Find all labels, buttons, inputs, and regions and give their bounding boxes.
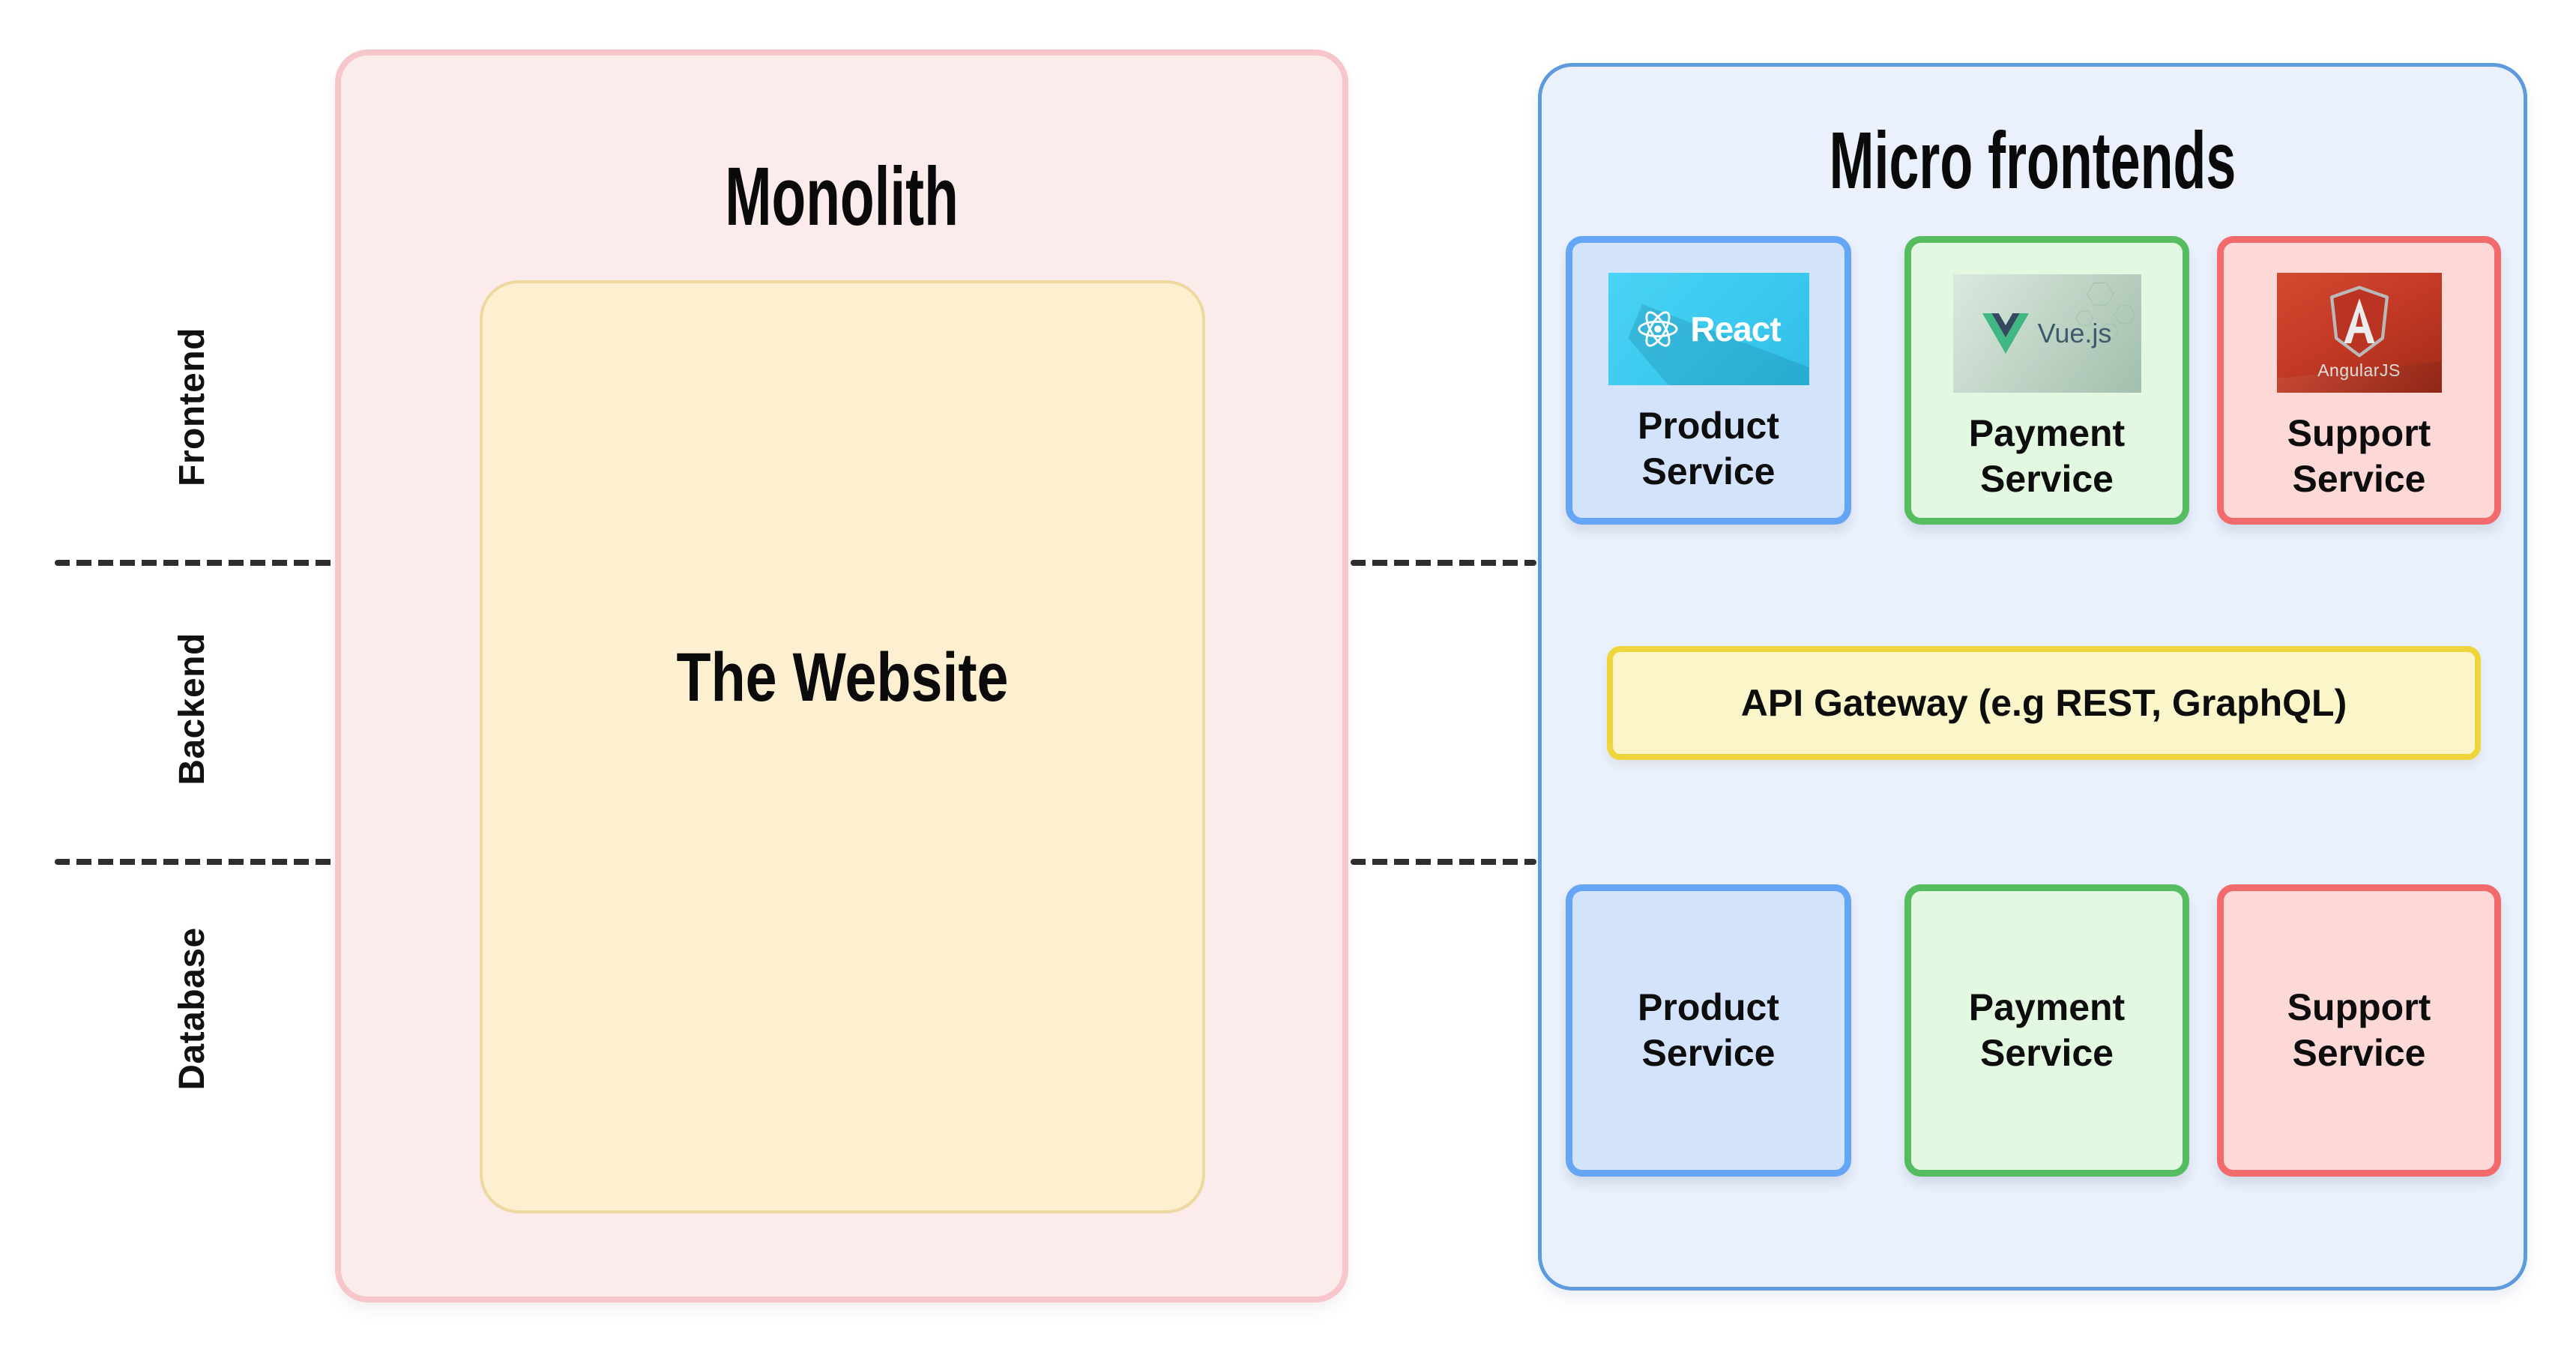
react-atom-icon [1638,311,1678,347]
monolith-panel: Monolith The Website [335,49,1348,1303]
api-gateway-box: API Gateway (e.g REST, GraphQL) [1607,646,2481,760]
frontend-card-label-payment: Payment Service [1968,412,2126,500]
lane-divider-frontend-backend-middle [1351,560,1536,566]
hexagon-pattern [2075,282,2135,339]
vue-wordmark: Vue.js [2037,318,2112,348]
lane-label-frontend: Frontend [172,328,212,486]
backend-card-payment-service: Payment Service [1904,884,2189,1177]
lane-divider-backend-database-middle [1351,859,1536,865]
website-box: The Website [480,280,1205,1213]
backend-card-product-service: Product Service [1566,884,1851,1177]
vue-logo-icon [1982,313,2029,354]
website-label: The Website [676,639,1009,716]
frontend-card-product-service: React Product Service [1566,236,1851,525]
frontend-card-label-product: Product Service [1638,405,1779,492]
vue-logo-banner: Vue.js [1952,274,2141,393]
backend-card-label-product: Product Service [1638,986,1779,1074]
lane-divider-backend-database-left [55,859,334,865]
react-logo-banner: React [1608,273,1809,385]
frontend-card-support-service: AngularJS Support Service [2217,236,2501,525]
lane-label-backend: Backend [172,633,212,785]
frontend-card-payment-service: Vue.js Payment Service [1904,236,2189,525]
backend-card-label-payment: Payment Service [1968,986,2126,1074]
monolith-title: Monolith [725,151,959,243]
micro-frontends-title: Micro frontends [1829,115,2236,205]
angular-wordmark: AngularJS [2317,360,2401,380]
angular-shield-icon [2329,285,2389,357]
micro-frontends-panel: Micro frontends React Product Service [1538,63,2527,1291]
backend-card-label-support: Support Service [2287,986,2431,1074]
lane-label-database: Database [172,927,212,1090]
angular-logo-banner: AngularJS [2276,273,2442,393]
frontend-card-label-support: Support Service [2287,412,2431,500]
lane-divider-frontend-backend-left [55,560,334,566]
api-gateway-label: API Gateway (e.g REST, GraphQL) [1740,682,2347,724]
react-wordmark: React [1690,310,1781,348]
backend-card-support-service: Support Service [2217,884,2501,1177]
